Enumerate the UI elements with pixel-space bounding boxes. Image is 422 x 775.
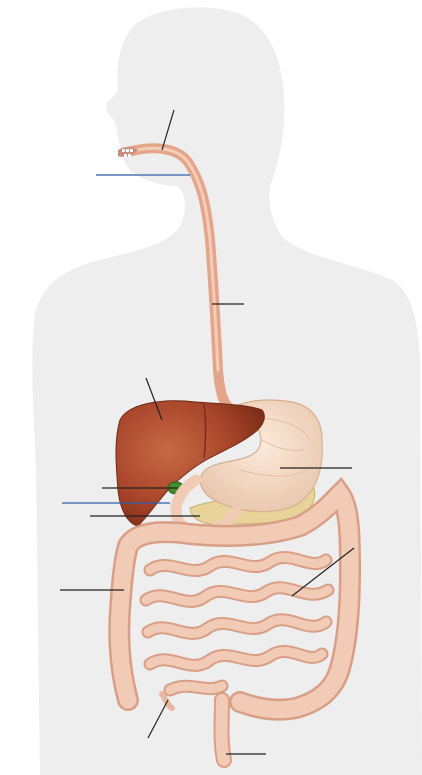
rectum-fill	[222, 700, 225, 760]
